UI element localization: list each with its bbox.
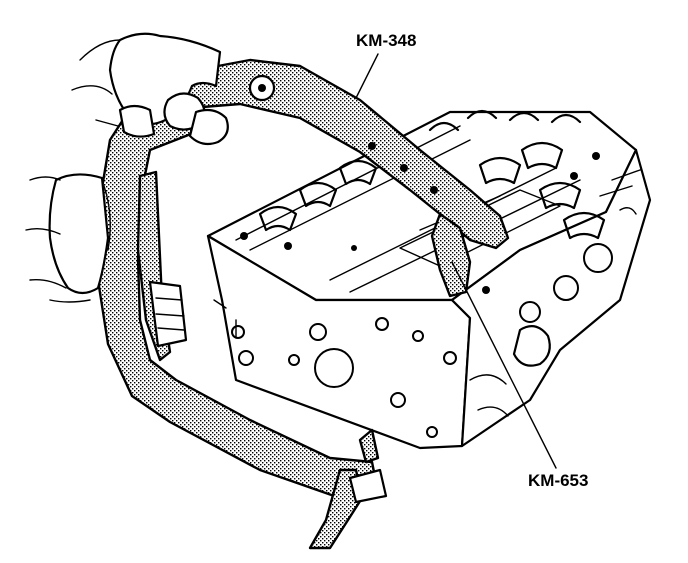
- valve-spring-compressor-illustration: [96, 58, 510, 550]
- callout-label-km348: KM-348: [356, 31, 416, 50]
- hand-illustration: [25, 32, 229, 303]
- cylinder-head-illustration: [206, 109, 652, 450]
- callout-label-km653: KM-653: [528, 471, 588, 490]
- callout-leader-km653: [451, 261, 557, 469]
- callout-leader-km348: [355, 53, 379, 99]
